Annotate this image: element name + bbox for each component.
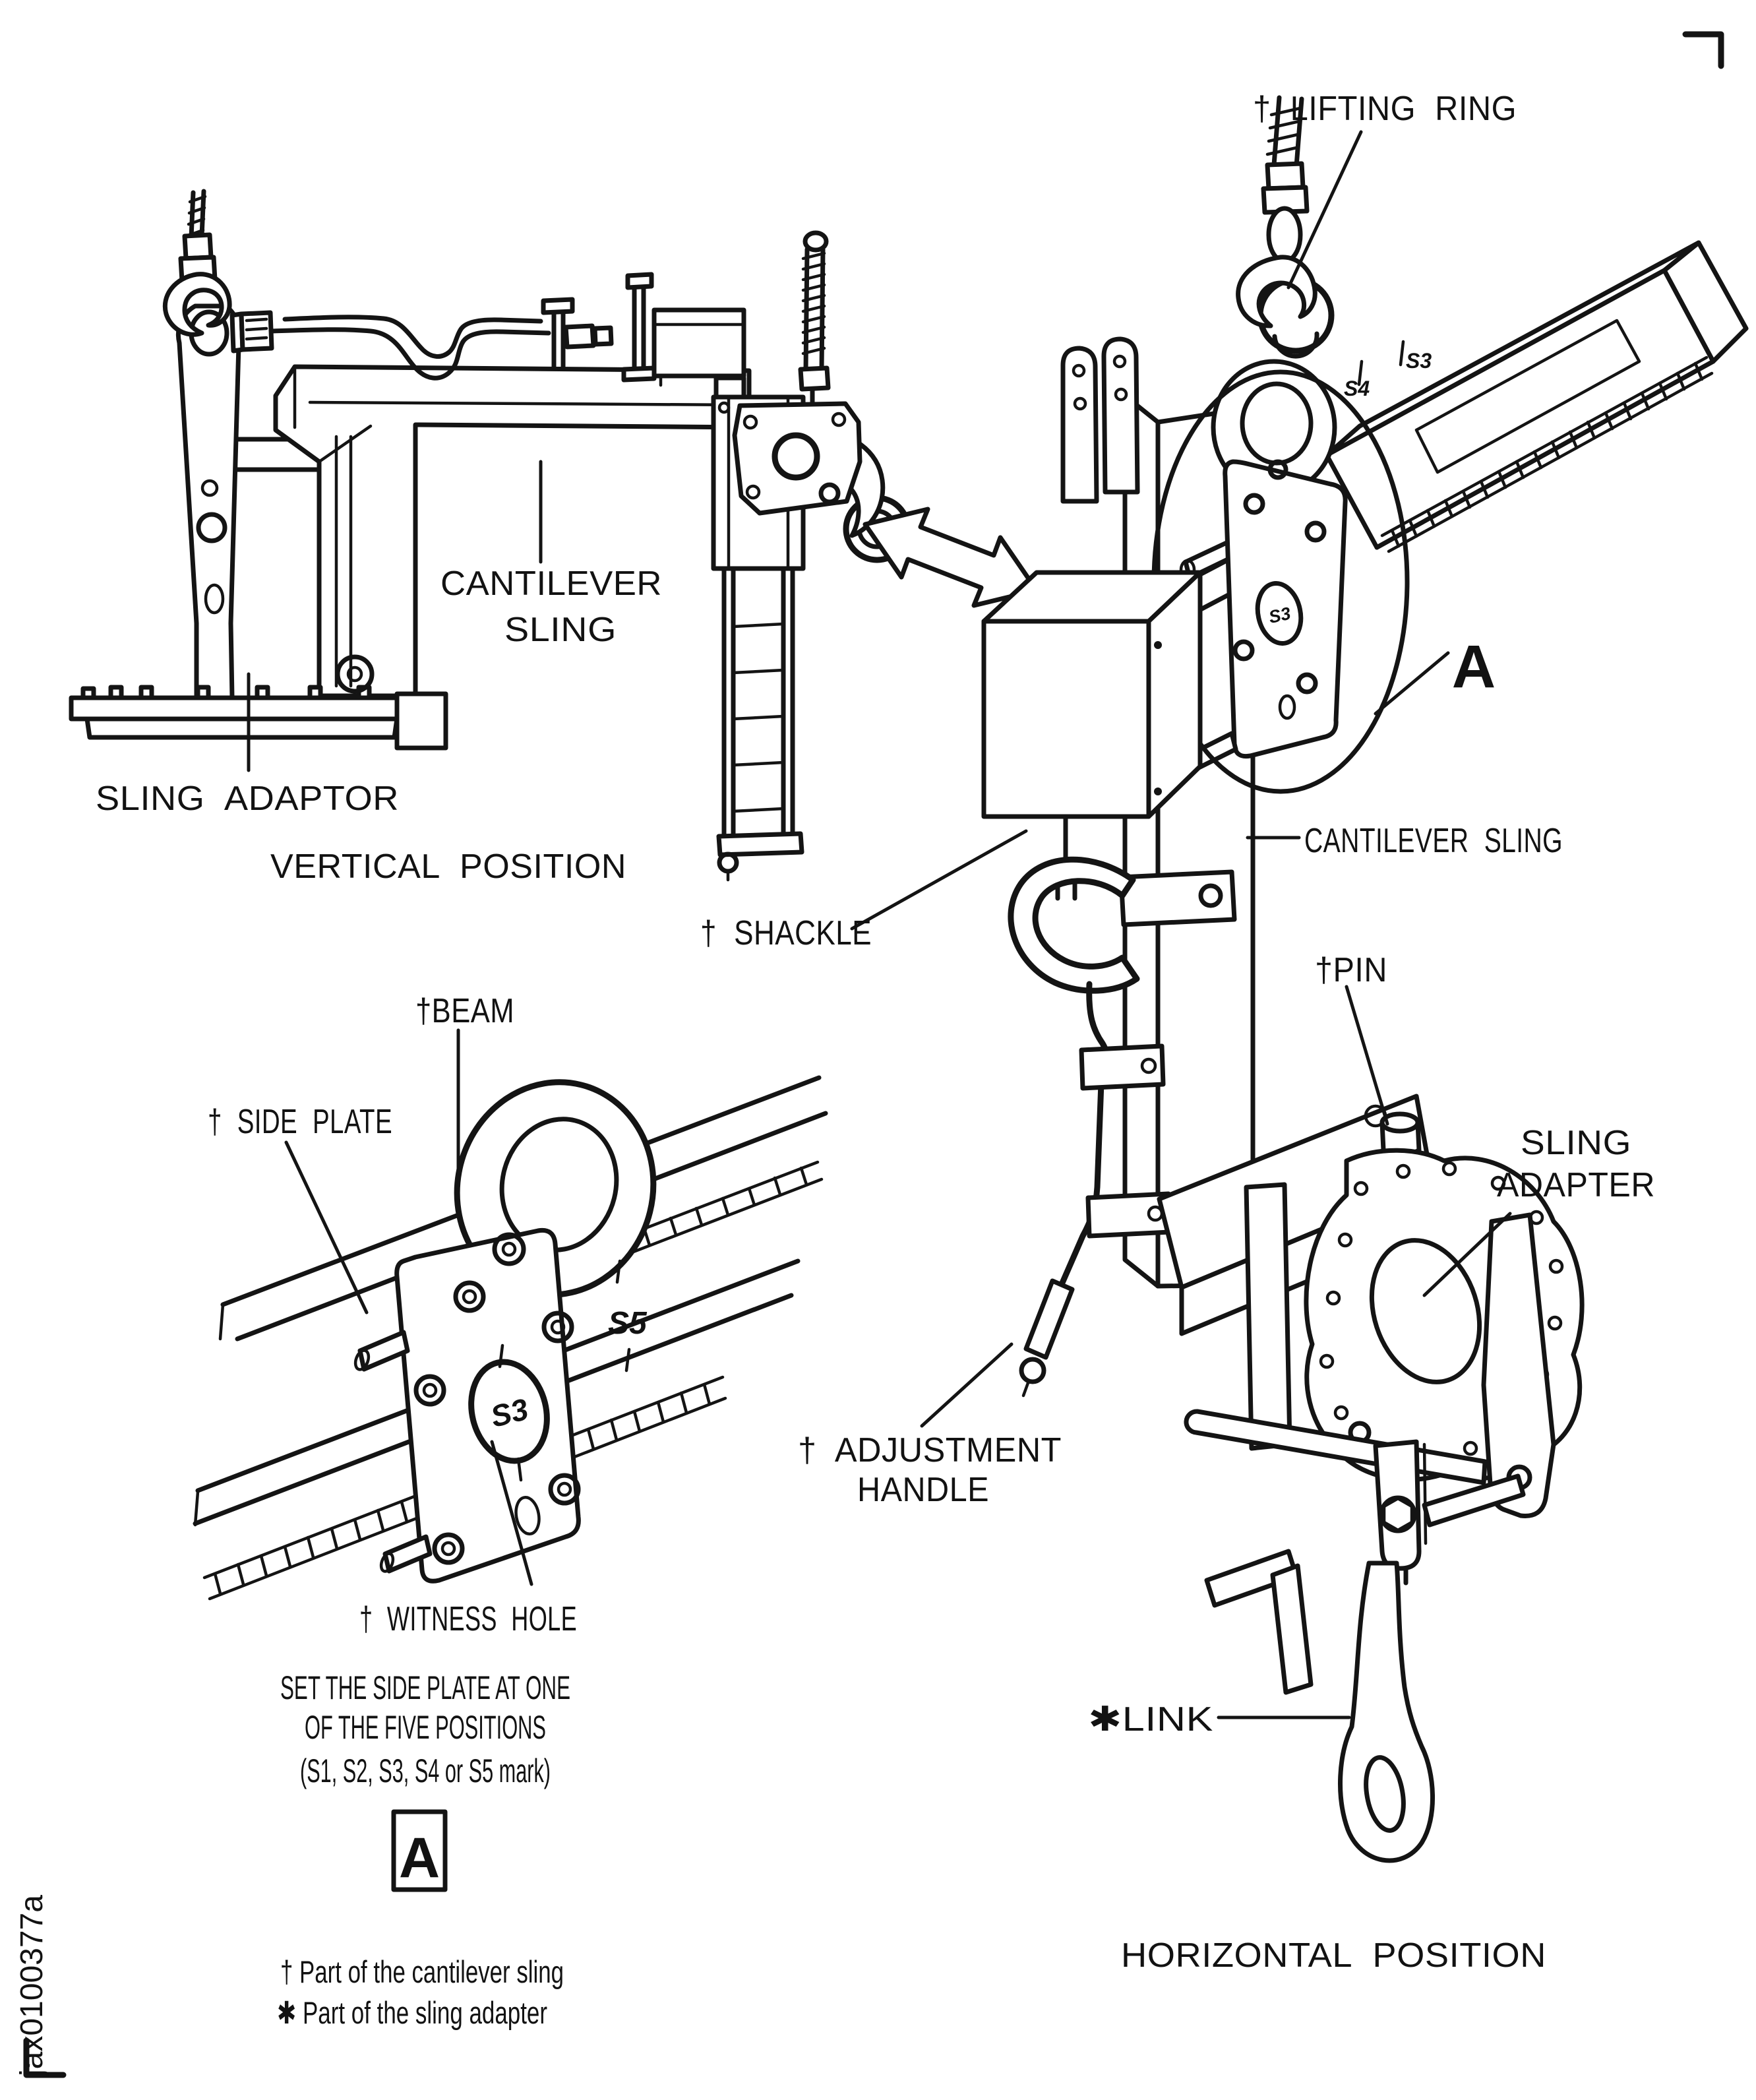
leader-side-plate [284, 1140, 369, 1314]
label-lifting-ring: † LIFTING RING [1253, 90, 1517, 128]
link-icon [1338, 1560, 1436, 1863]
leader-adjustment-handle [920, 1342, 1014, 1428]
caption-horizontal-position: HORIZONTAL POSITION [1121, 1936, 1546, 1975]
label-sling-adapter-2: ADAPTER [1497, 1166, 1655, 1204]
beam-mark-s3: S3 [1406, 349, 1432, 373]
note-line-2: OF THE FIVE POSITIONS [305, 1709, 546, 1746]
labels: † LIFTING RING CANTILEVER SLING SLING AD… [15, 90, 1655, 2078]
vertical-position-drawing [69, 189, 911, 882]
note-line-1: SET THE SIDE PLATE AT ONE [280, 1669, 570, 1706]
junction-box [981, 570, 1203, 819]
label-detail-marker-a: A [1452, 633, 1496, 700]
beam-mark-s4: S4 [1344, 377, 1370, 400]
detail-beam-mark-s5: S5 [608, 1306, 648, 1341]
adapter-base-plate [69, 654, 448, 751]
corner-mark-top-right [1682, 31, 1724, 69]
guide-rails [716, 566, 804, 882]
hose-assembly [229, 272, 746, 387]
label-beam: †BEAM [415, 992, 514, 1030]
label-witness-hole: † WITNESS HOLE [359, 1600, 577, 1638]
detail-box-a-letter: A [399, 1826, 440, 1890]
witness-hole-mark-detail-a: S3 [1267, 603, 1292, 627]
note-line-3: (S1, S2, S3, S4 or S5 mark) [300, 1752, 551, 1789]
leader-lines [247, 130, 1512, 1719]
hoist-cable-icon [178, 189, 218, 284]
figure-watermark: jax0100377a [15, 1895, 49, 2078]
label-side-plate: † SIDE PLATE [208, 1103, 392, 1141]
lifting-ring-icon [1236, 255, 1335, 359]
side-plate-assembly: S3 [1179, 359, 1348, 774]
label-pin: †PIN [1315, 951, 1387, 989]
sling-beam: S5 S4 S3 [1146, 240, 1749, 633]
side-plate-detail-drawing: S3 S5 [193, 1075, 828, 1601]
leader-witness-hole [490, 1440, 533, 1586]
leader-lifting-ring [1287, 130, 1363, 290]
corner-mark-bottom-left [23, 2037, 67, 2078]
label-cantilever-sling-v1: CANTILEVER [440, 565, 662, 603]
label-shackle: † SHACKLE [700, 914, 872, 952]
footnote-asterisk: ✱ Part of the sling adapter [277, 1995, 547, 2030]
adapter-linkage [1184, 1182, 1556, 1695]
label-adjustment-handle-2: HANDLE [857, 1471, 989, 1509]
footnote-dagger: † Part of the cantilever sling [280, 1954, 564, 1989]
label-sling-adapter-1: SLING [1521, 1124, 1631, 1162]
shackle-icon [1008, 814, 1237, 994]
leader-pin [1345, 985, 1389, 1126]
label-adjustment-handle-1: † ADJUSTMENT [798, 1431, 1062, 1469]
caption-vertical-position: VERTICAL POSITION [270, 848, 626, 886]
plate-bolts [413, 1232, 581, 1565]
hoist-chain-icon [1261, 95, 1310, 264]
crane-hook-icon [162, 272, 232, 337]
label-cantilever-sling-h: CANTILEVER SLING [1304, 822, 1563, 860]
detail-box-a: A [391, 1809, 448, 1892]
swap-arrow-icon [863, 507, 1039, 608]
right-column-assembly [711, 230, 911, 571]
leader-sling-adapter [1422, 1212, 1512, 1297]
hinge-brackets [1060, 336, 1140, 504]
label-sling-adaptor: SLING ADAPTOR [96, 780, 399, 818]
label-link: ✱LINK [1088, 1700, 1213, 1739]
horizontal-position-drawing: S5 S5 S4 S3 [981, 95, 1749, 1863]
label-cantilever-sling-v2: SLING [504, 611, 617, 649]
leader-shackle [850, 829, 1028, 931]
leader-detail-a [1374, 651, 1450, 716]
